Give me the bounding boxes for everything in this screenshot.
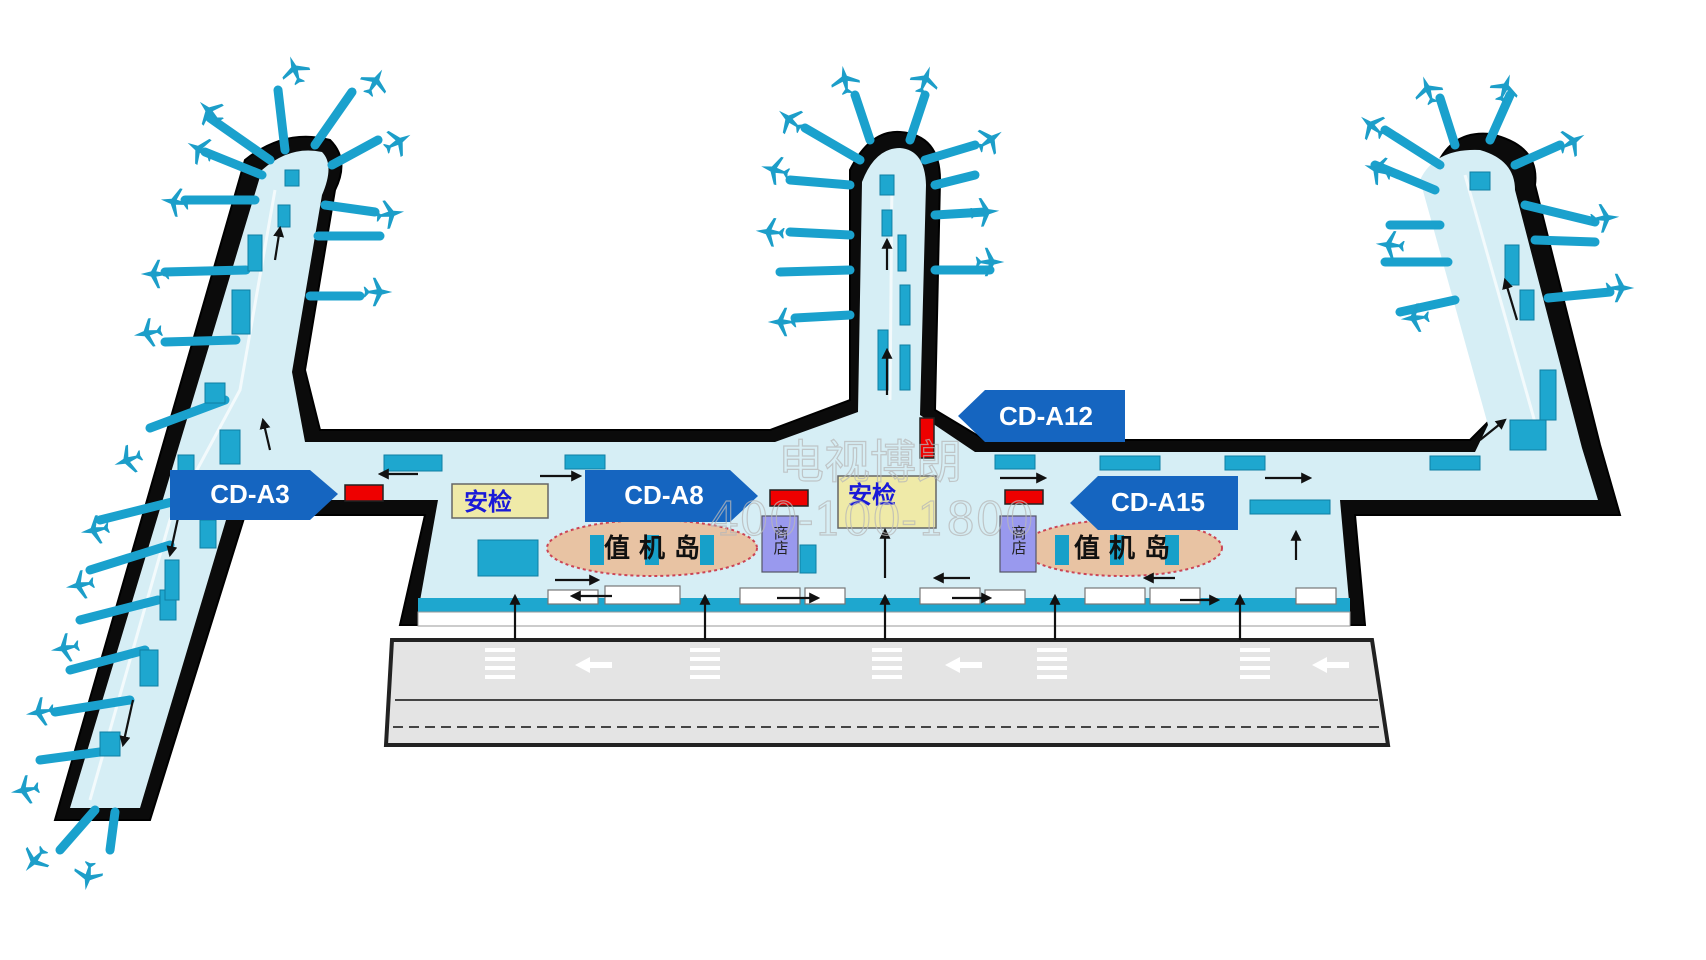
airplane-icon	[180, 130, 220, 170]
road	[383, 638, 1391, 747]
arrow-icon	[119, 699, 135, 748]
airplane-icon	[140, 259, 170, 289]
airplane-icon	[378, 122, 418, 162]
airplane-icon	[1589, 202, 1621, 234]
airplane-icon	[1374, 229, 1406, 261]
airplane-icon	[373, 197, 407, 231]
watermark: 电视博朗 400-100-1800	[710, 434, 1035, 546]
airplane-icon	[48, 631, 82, 665]
airplane-icon	[969, 196, 1001, 228]
airplane-icon	[363, 277, 393, 307]
gate-tag-a3[interactable]: CD-A3	[170, 470, 338, 520]
flow-arrows	[119, 225, 1519, 748]
airplane-icon	[131, 316, 165, 350]
shop-label: 商店	[1010, 525, 1027, 555]
gate-tag-a8[interactable]: CD-A8	[585, 470, 758, 522]
airplane-icon	[355, 62, 395, 102]
airplane-icon	[769, 99, 811, 141]
airplane-icon	[754, 216, 786, 248]
airplane-icon	[8, 773, 42, 807]
arrow-icon	[1502, 277, 1519, 321]
shop-label: 商店	[772, 525, 789, 555]
ad-panel-a3	[344, 484, 384, 502]
shop-left: 商店	[761, 515, 799, 573]
airplane-icon	[109, 441, 147, 479]
ad-panel-a12	[919, 417, 935, 459]
airplane-icon	[276, 51, 314, 89]
airplane-icon	[23, 695, 57, 729]
gate-tag-label: CD-A15	[1111, 487, 1205, 517]
airplane-icon	[767, 307, 797, 337]
airplane-icon	[158, 185, 192, 219]
security-center: 安检	[837, 475, 937, 529]
arrow-icon	[273, 225, 285, 261]
security-label: 安检	[464, 488, 512, 516]
airplane-icon	[1605, 273, 1635, 303]
security-left: 安检	[451, 483, 549, 519]
arrow-icon	[1479, 418, 1507, 441]
checkin-island-left: 值 机 岛	[546, 519, 758, 577]
checkin-island-label: 值 机 岛	[604, 533, 700, 564]
gate-tag-label: CD-A3	[210, 479, 289, 509]
terminal-floor	[70, 148, 1598, 808]
ad-panels	[344, 417, 1044, 507]
watermark-line1: 电视博朗	[778, 435, 962, 489]
gate-tag-label: CD-A12	[999, 401, 1093, 431]
checkin-island-label: 值 机 岛	[1074, 533, 1170, 564]
airplane-icon	[970, 120, 1010, 160]
gate-tag-label: CD-A8	[624, 480, 703, 510]
watermark-line2: 400-100-1800	[710, 492, 1034, 546]
shop-right: 商店	[999, 515, 1037, 573]
airplane-icon	[71, 859, 105, 893]
arrow-icon	[166, 517, 180, 558]
gate-tag-a15[interactable]: CD-A15	[1070, 476, 1238, 530]
ad-panel-a8	[769, 489, 809, 507]
airplane-icon	[14, 839, 56, 881]
gate-tag-a12[interactable]: CD-A12	[958, 390, 1125, 442]
ad-panel-a15	[1004, 489, 1044, 505]
checkin-island-right: 值 机 岛	[1021, 519, 1223, 577]
checkin-counters	[547, 585, 1337, 605]
interior-fixtures	[99, 169, 1557, 757]
arrow-icon	[259, 417, 272, 451]
security-label: 安检	[848, 481, 896, 509]
